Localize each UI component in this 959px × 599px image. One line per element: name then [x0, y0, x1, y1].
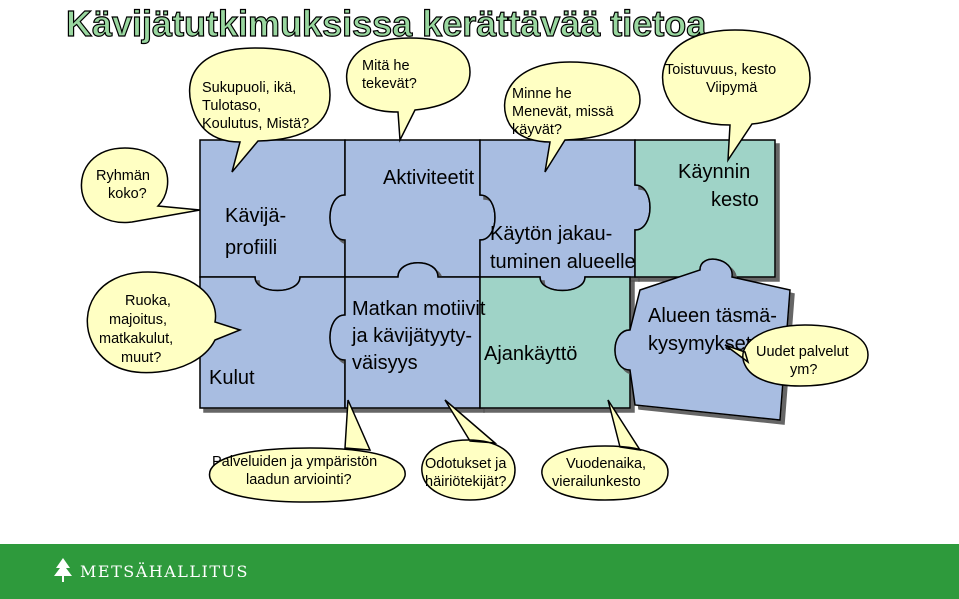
- bubble-ryhman-line1: Ryhmän: [96, 168, 150, 184]
- bubble-ryhman-line2: koko?: [108, 186, 147, 202]
- bubble-palveluiden-line2: laadun arviointi?: [246, 472, 352, 488]
- page-title: Kävijätutkimuksissa kerättävää tietoa: [66, 3, 707, 44]
- bubble-toistuvuus-shape: [661, 29, 811, 163]
- bubble-ruoka-line3: matkakulut,: [99, 331, 173, 347]
- label-kayton-jakautuminen-1: Käytön jakau-: [490, 223, 612, 245]
- label-kaynnin-kesto-2: kesto: [711, 189, 759, 211]
- label-ajankaytto: Ajankäyttö: [484, 343, 577, 365]
- bubble-minne-line3: käyvät?: [512, 122, 562, 138]
- bubble-palveluiden-line1: Palveluiden ja ympäristön: [212, 454, 377, 470]
- puzzle: [199, 139, 791, 421]
- bubble-ruoka-line1: Ruoka,: [125, 293, 171, 309]
- bubble-minne-line2: Menevät, missä: [512, 104, 614, 120]
- bubble-ruoka-line2: majoitus,: [109, 312, 167, 328]
- bubble-ruoka-line4: muut?: [121, 350, 161, 366]
- label-aktiviteetit: Aktiviteetit: [383, 167, 475, 189]
- bubble-vuodenaika-shape: [541, 399, 669, 501]
- label-matkan-motiivit-2: ja kävijätyyty-: [351, 325, 472, 347]
- label-kaynnin-kesto-1: Käynnin: [678, 161, 750, 183]
- bubble-toistuvuus-line1: Toistuvuus, kesto: [665, 62, 776, 78]
- bubble-vuodenaika-line1: Vuodenaika,: [566, 456, 646, 472]
- bubble-uudet-palvelut-shape: [724, 324, 869, 387]
- footer-brand: METSÄHALLITUS: [80, 562, 249, 581]
- tree-logo-icon: [54, 558, 72, 582]
- bubble-sukupuoli-shape: [188, 47, 331, 173]
- bubble-uudet-line1: Uudet palvelut: [756, 344, 849, 360]
- puzzle-labels: Kävijä- profiili Aktiviteetit Käynnin ke…: [209, 161, 777, 389]
- bubble-toistuvuus-line2: Viipymä: [706, 80, 758, 96]
- bubble-ryhman-koko-shape: [80, 147, 201, 224]
- bubble-ruoka-shape: [86, 271, 243, 374]
- footer-bar: METSÄHALLITUS: [0, 544, 959, 599]
- bubble-palveluiden-shape: [208, 399, 406, 503]
- puzzle-piece-aktiviteetit: [329, 139, 496, 278]
- bubble-mita-he-tekevat-shape: [345, 37, 471, 143]
- bubble-odotukset-line1: Odotukset ja: [425, 456, 507, 472]
- label-alueen-tasmakysymykset-2: kysymykset: [648, 333, 752, 355]
- label-matkan-motiivit-1: Matkan motiivit: [352, 298, 486, 320]
- speech-bubbles: [80, 29, 869, 503]
- bubble-odotukset-shape: [421, 399, 516, 501]
- bubble-minne-he-menevat-shape: [503, 61, 641, 173]
- label-kavijaprofiili-2: profiili: [225, 237, 277, 259]
- bubble-minne-line1: Minne he: [512, 86, 572, 102]
- bubble-sukupuoli-line3: Koulutus, Mistä?: [202, 116, 309, 132]
- bubble-vuodenaika-line2: vierailunkesto: [552, 474, 641, 490]
- bubble-odotukset-line2: häiriötekijät?: [425, 474, 506, 490]
- bubble-uudet-line2: ym?: [790, 362, 817, 378]
- label-kulut: Kulut: [209, 367, 255, 389]
- label-matkan-motiivit-3: väisyys: [352, 352, 418, 374]
- bubble-sukupuoli-line2: Tulotaso,: [202, 98, 261, 114]
- bubble-labels: Sukupuoli, ikä, Tulotaso, Koulutus, Mist…: [96, 58, 849, 490]
- label-kayton-jakautuminen-2: tuminen alueelle: [490, 251, 636, 273]
- puzzle-piece-alueen-tasmakysymykset: [614, 258, 791, 421]
- puzzle-piece-matkan-motiivit: [329, 262, 481, 409]
- label-alueen-tasmakysymykset-1: Alueen täsmä-: [648, 305, 777, 327]
- bubble-mita-line1: Mitä he: [362, 58, 410, 74]
- bubble-mita-line2: tekevät?: [362, 76, 417, 92]
- label-kavijaprofiili-1: Kävijä-: [225, 205, 286, 227]
- bubble-sukupuoli-line1: Sukupuoli, ikä,: [202, 80, 296, 96]
